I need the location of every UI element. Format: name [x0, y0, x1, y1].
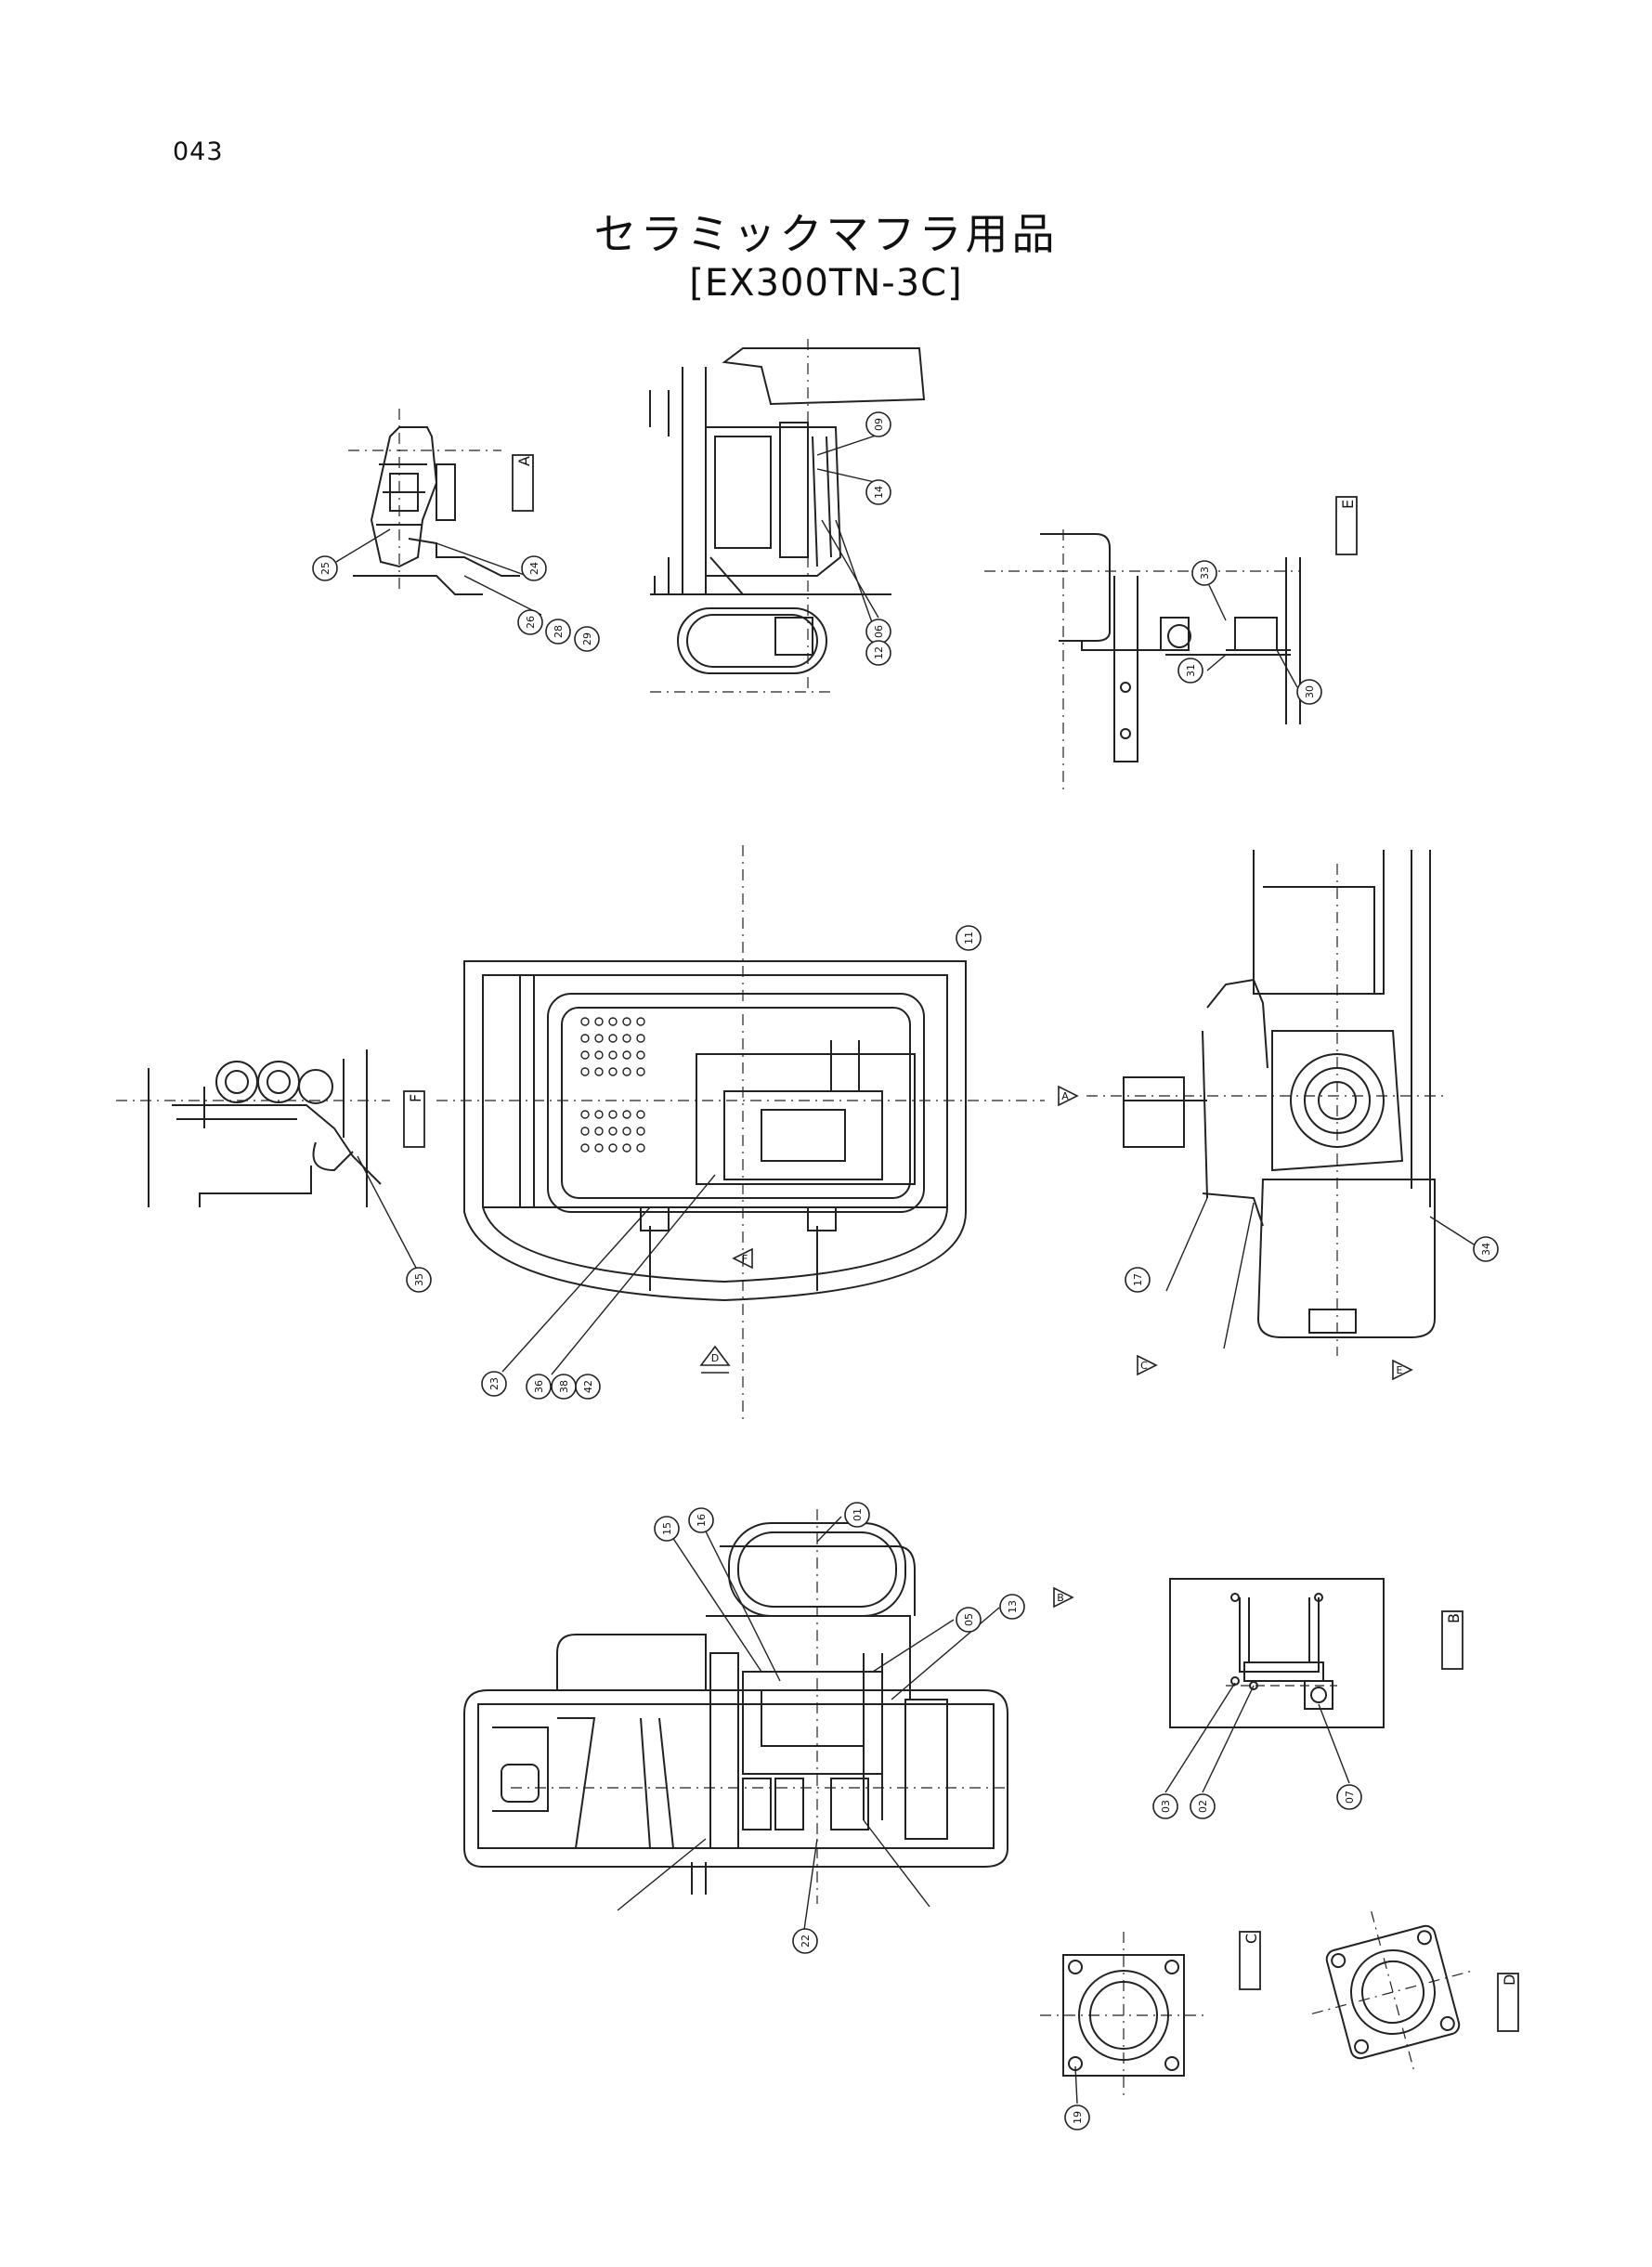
section-marker-c: C: [1140, 1360, 1148, 1372]
callout-23: 23: [488, 1377, 501, 1390]
view-c-flange: [1040, 1932, 1207, 2099]
callout-circle-31: [1177, 658, 1203, 684]
callout-05: 05: [963, 1613, 975, 1626]
callout-circle-09: [865, 411, 891, 437]
callout-38: 38: [558, 1380, 570, 1393]
callout-circle-01: [844, 1502, 870, 1528]
section-marker-letters: A B C D E F: [711, 1090, 1403, 1604]
view-tag-f: F: [407, 1094, 424, 1102]
model-number: [EX300TN-3C]: [689, 262, 963, 305]
callout-01: 01: [852, 1508, 864, 1521]
callout-circle-35: [406, 1267, 432, 1293]
callout-13: 13: [1007, 1600, 1019, 1613]
view-e-drawing: [984, 529, 1301, 789]
callout-circle-29: [574, 626, 600, 652]
section-marker-e: E: [1397, 1364, 1403, 1376]
callout-circle-26: [517, 609, 543, 635]
callout-19: 19: [1072, 2111, 1084, 2124]
callout-03: 03: [1160, 1800, 1172, 1813]
view-tag-b: B: [1445, 1613, 1463, 1623]
callout-42: 42: [582, 1380, 594, 1393]
callout-circle-30: [1296, 679, 1322, 705]
view-a-drawing: [348, 409, 520, 595]
callout-circle-25: [312, 555, 338, 581]
callout-circle-22: [792, 1928, 818, 1954]
view-tag-letters: A E F B C D: [407, 456, 1518, 1986]
section-marker-f: F: [742, 1253, 748, 1265]
callout-circle-17: [1125, 1267, 1151, 1293]
plan-hole-pattern: [580, 1017, 645, 1153]
callout-circle-16: [688, 1507, 714, 1533]
callout-09: 09: [873, 418, 885, 431]
callout-07: 07: [1344, 1791, 1356, 1804]
callout-bubbles: 01 02 03 05 06 07 09 11 12 13 14 15 16 17 19 22 23 24 25 26…: [312, 411, 1499, 2130]
view-tag-a: A: [515, 456, 533, 466]
callout-33: 33: [1199, 567, 1211, 580]
callout-circle-14: [865, 479, 891, 505]
drawing-title: セラミックマフラ用品: [593, 209, 1059, 259]
section-marker-a: A: [1061, 1090, 1069, 1102]
callout-29: 29: [581, 632, 593, 645]
callout-35: 35: [413, 1273, 425, 1286]
callout-26: 26: [525, 616, 537, 629]
callout-06: 06: [873, 625, 885, 638]
view-f-drawing: [116, 1049, 390, 1207]
callout-circle-19: [1064, 2104, 1090, 2130]
callout-34: 34: [1480, 1243, 1492, 1256]
callout-17: 17: [1132, 1273, 1144, 1286]
callout-02: 02: [1197, 1800, 1209, 1813]
callout-circle-36: [526, 1374, 552, 1400]
view-tag-e: E: [1339, 500, 1357, 509]
callout-31: 31: [1185, 664, 1197, 677]
view-b-drawing: [1169, 1578, 1385, 1728]
callout-25: 25: [319, 562, 332, 575]
leader-lines: [335, 434, 1482, 2104]
side-view-bottom: [463, 1509, 1008, 1904]
callout-24: 24: [528, 562, 540, 575]
callout-11: 11: [963, 932, 975, 945]
callout-circle-12: [865, 640, 891, 666]
callout-36: 36: [533, 1380, 545, 1393]
callout-circle-23: [481, 1371, 507, 1397]
callout-circle-11: [956, 925, 982, 951]
plan-view-centre: [436, 845, 1045, 1421]
callout-circle-24: [521, 555, 547, 581]
callout-15: 15: [661, 1522, 673, 1535]
view-tag-d: D: [1501, 1974, 1518, 1986]
callout-circle-15: [654, 1516, 680, 1542]
callout-circle-34: [1473, 1236, 1499, 1262]
section-marker-outlines: [699, 1085, 1413, 1609]
callout-circle-13: [999, 1594, 1025, 1620]
rear-view-right: [1086, 850, 1449, 1356]
callout-30: 30: [1304, 685, 1316, 698]
callout-16: 16: [696, 1514, 708, 1527]
side-view-top: [649, 339, 926, 693]
callout-28: 28: [553, 625, 565, 638]
section-marker-b: B: [1057, 1592, 1064, 1604]
callout-circle-42: [575, 1374, 601, 1400]
callout-circle-02: [1190, 1793, 1216, 1819]
callout-14: 14: [873, 486, 885, 499]
page-number: 043: [173, 137, 224, 166]
callout-12: 12: [873, 646, 885, 659]
callout-circle-33: [1191, 560, 1217, 586]
callout-circle-07: [1336, 1784, 1362, 1810]
callout-circle-28: [545, 619, 571, 645]
callout-circle-03: [1152, 1793, 1178, 1819]
view-tag-boxes: [403, 454, 1519, 2032]
view-d-flange: [1311, 1910, 1475, 2074]
view-tag-c: C: [1242, 1934, 1260, 1944]
callout-circle-05: [956, 1607, 982, 1633]
section-marker-d: D: [711, 1352, 719, 1364]
callout-22: 22: [800, 1935, 812, 1948]
